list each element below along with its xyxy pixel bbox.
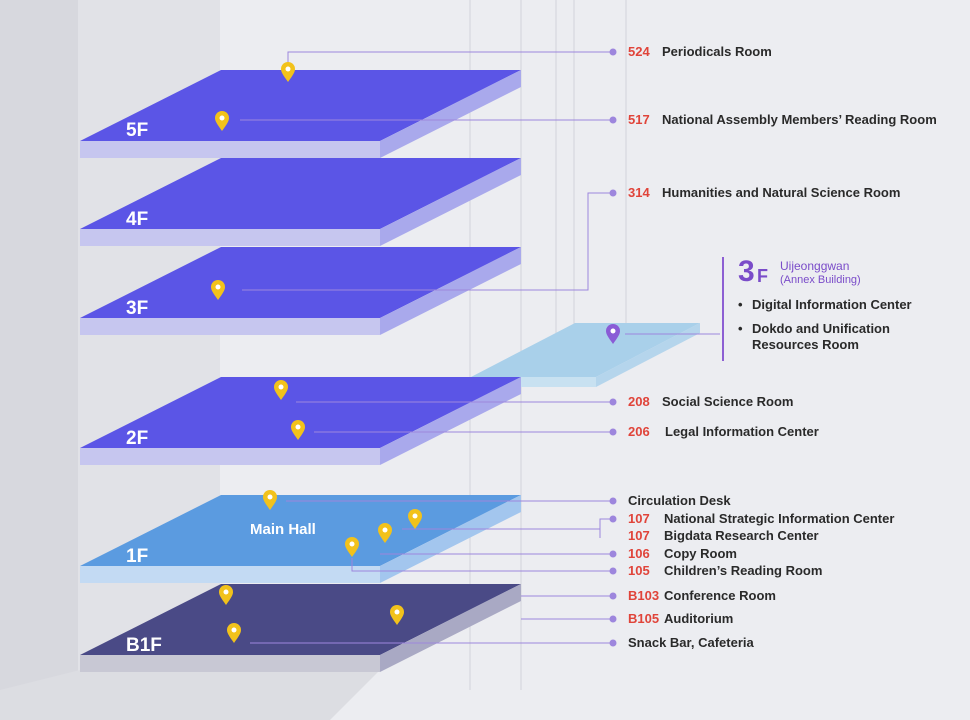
pin-holes	[215, 66, 616, 633]
pin-icon-517	[215, 111, 229, 131]
annex-subtitle: (Annex Building)	[780, 274, 861, 286]
floor-label-1f: 1F	[126, 546, 149, 567]
room-label: 107 Bigdata Research Center	[628, 528, 819, 544]
room-label: 208 Social Science Room	[628, 394, 794, 410]
vertical-guides	[469, 0, 627, 690]
room-label: Snack Bar, Cafeteria	[628, 635, 754, 651]
room-name: Circulation Desk	[628, 493, 731, 508]
annex-floor-suffix: F	[757, 266, 768, 286]
pin-icon-524	[281, 62, 295, 82]
annex-title: Uijeonggwan	[780, 259, 850, 273]
annex-room-item: Dokdo and Unification Resources Room	[738, 321, 912, 353]
room-label: 105 Children’s Reading Room	[628, 563, 822, 579]
pin-icon-206	[291, 420, 305, 440]
room-number: 517	[628, 112, 650, 127]
room-label: 206 Legal Information Center	[628, 424, 819, 440]
room-name: Copy Room	[664, 546, 737, 561]
leader-dots	[609, 48, 617, 647]
floor-label-2f: 2F	[126, 428, 149, 449]
room-label: 517 National Assembly Members’ Reading Ro…	[628, 112, 937, 128]
room-number: 208	[628, 394, 650, 409]
annex-pin-icon	[606, 324, 620, 344]
floor-label-b1f: B1F	[126, 635, 162, 656]
floor-shadow	[0, 670, 380, 720]
leader-lines	[240, 51, 720, 644]
pin-icon-314	[211, 280, 225, 300]
pin-icon-105	[345, 537, 359, 557]
room-name: Children’s Reading Room	[664, 563, 823, 578]
floor-slab-5f	[80, 70, 521, 158]
room-name: National Strategic Information Center	[664, 511, 895, 526]
main-hall-label: Main Hall	[250, 521, 316, 538]
room-label: 314 Humanities and Natural Science Room	[628, 185, 900, 201]
annex-floor-number: 3	[738, 255, 755, 288]
floor-label-4f: 4F	[126, 209, 149, 230]
pin-icon-208	[274, 380, 288, 400]
room-name: Humanities and Natural Science Room	[662, 185, 901, 200]
room-number: B103	[628, 588, 660, 603]
room-name: National Assembly Members’ Reading Room	[662, 112, 937, 127]
pin-icons	[211, 62, 422, 643]
room-number: 107	[628, 528, 650, 543]
room-number: 524	[628, 44, 650, 59]
floor-slab-3f	[80, 247, 521, 335]
room-label: B105 Auditorium	[628, 611, 733, 627]
room-label: B103 Conference Room	[628, 588, 776, 604]
room-label: 106 Copy Room	[628, 546, 737, 562]
room-number: 314	[628, 185, 650, 200]
room-label: Circulation Desk	[628, 493, 731, 509]
room-number: B105	[628, 611, 660, 626]
room-name: Conference Room	[664, 588, 776, 603]
annex-callout: 3 F Uijeonggwan (Annex Building) Digital…	[722, 257, 962, 361]
room-name: Snack Bar, Cafeteria	[628, 635, 754, 650]
floor-label-5f: 5F	[126, 120, 149, 141]
room-number: 206	[628, 424, 650, 439]
pin-icon-107	[408, 509, 422, 529]
annex-room-item: Digital Information Center	[738, 297, 912, 313]
room-name: Auditorium	[664, 611, 734, 626]
room-number: 105	[628, 563, 650, 578]
room-label: 524 Periodicals Room	[628, 44, 772, 60]
floor-slab-4f	[80, 158, 521, 246]
floor-label-3f: 3F	[126, 298, 149, 319]
floor-slab-b1f	[80, 584, 521, 672]
pin-icon-106	[378, 523, 392, 543]
room-name: Legal Information Center	[665, 424, 819, 439]
room-name: Bigdata Research Center	[664, 528, 819, 543]
room-number: 106	[628, 546, 650, 561]
room-name: Periodicals Room	[662, 44, 772, 59]
pin-icon-b103	[219, 585, 233, 605]
pin-icon-circulation	[263, 490, 277, 510]
room-name: Social Science Room	[662, 394, 794, 409]
left-wall-shade	[0, 0, 78, 720]
annex-room-list: Digital Information Center Dokdo and Uni…	[738, 297, 912, 361]
pin-icon-b105	[390, 605, 404, 625]
pin-icon-snackbar	[227, 623, 241, 643]
room-number: 107	[628, 511, 650, 526]
room-label: 107 National Strategic Information Center	[628, 511, 894, 527]
floor-slab-2f	[80, 377, 521, 465]
